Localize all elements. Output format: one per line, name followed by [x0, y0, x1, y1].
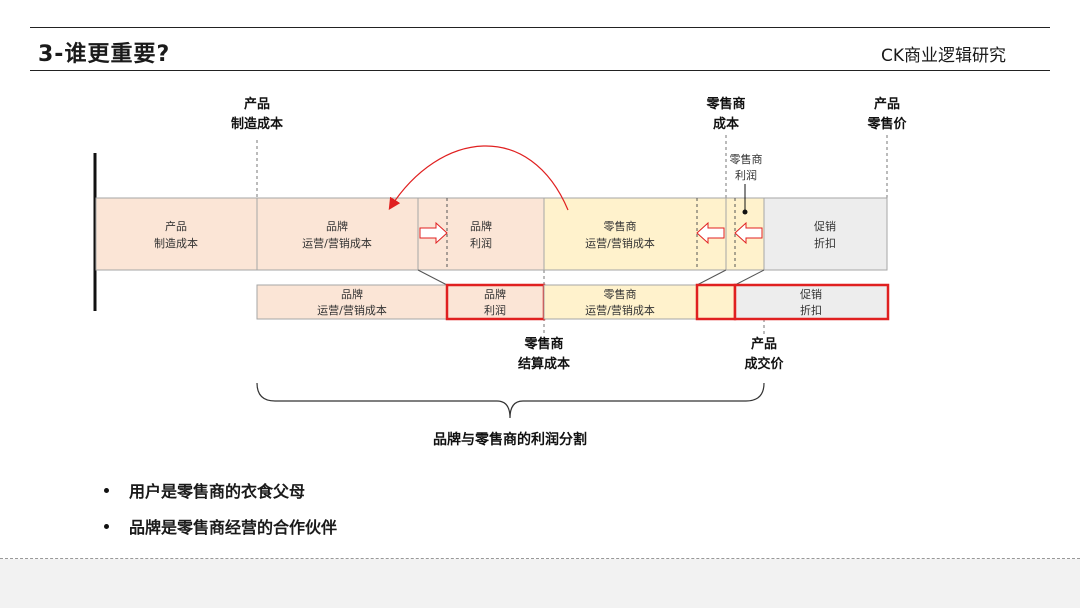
row2-promo-l2: 折扣 — [800, 303, 822, 317]
bullet-item-users: 用户是零售商的衣食父母 — [104, 478, 337, 502]
row2-promo-l1: 促销 — [800, 287, 822, 301]
brand-label: CK商业逻辑研究 — [880, 46, 1006, 66]
row1-brand-profit-l1: 品牌 — [470, 219, 492, 233]
row1-brand-profit-l2: 利润 — [470, 236, 492, 250]
label-profit-split: 品牌与零售商的利润分割 — [433, 431, 587, 448]
row1-brand-ops-box — [256, 197, 419, 271]
row1-promo-box — [763, 197, 888, 271]
header-bottom-line — [30, 70, 1050, 71]
label-manufacturing-l1: 产品 — [244, 96, 270, 112]
profit-shift-arrow — [388, 145, 569, 211]
connector-promo — [734, 269, 765, 286]
connector-brand — [417, 269, 448, 286]
hollow-arrow-right — [419, 221, 448, 245]
hollow-arrow-left-1 — [696, 221, 725, 245]
retailer-profit-dot — [742, 209, 748, 215]
row2-brand-ops-l2: 运营/营销成本 — [317, 303, 387, 317]
row1-brand-ops-l2: 运营/营销成本 — [302, 236, 372, 250]
row1-brand-ops-l1: 品牌 — [326, 219, 348, 233]
row2-brand-profit-l2: 利润 — [484, 303, 506, 317]
label-retailer-profit-l1: 零售商 — [730, 152, 763, 166]
row1-manufacturing-l1: 产品 — [165, 219, 187, 233]
footer-divider — [0, 558, 1080, 559]
bullet-text-users: 用户是零售商的衣食父母 — [129, 482, 306, 501]
row2-retailer-profit-box — [695, 283, 737, 321]
hollow-arrow-left-2 — [734, 221, 763, 245]
label-settlement-l1: 零售商 — [523, 336, 563, 352]
row2-brand-profit-l1: 品牌 — [484, 287, 506, 301]
bullet-text-brand: 品牌是零售商经营的合作伙伴 — [129, 518, 338, 537]
row1-retailer-ops-box — [543, 197, 727, 271]
row2-brand-ops-l1: 品牌 — [341, 287, 363, 301]
bullet-list: 用户是零售商的衣食父母 品牌是零售商经营的合作伙伴 — [104, 478, 337, 550]
header-top-line — [30, 27, 1050, 28]
label-transaction-l2: 成交价 — [744, 356, 784, 372]
bullet-item-brand: 品牌是零售商经营的合作伙伴 — [104, 514, 337, 538]
label-retailer-profit-l2: 利润 — [735, 168, 757, 182]
row2-retailer-ops-l2: 运营/营销成本 — [585, 303, 655, 317]
row2-promo-box — [733, 283, 890, 321]
label-retailer-cost-l2: 成本 — [713, 116, 739, 132]
row2-retailer-ops-l1: 零售商 — [604, 287, 637, 301]
bullet-dot — [104, 487, 109, 493]
label-manufacturing-l2: 制造成本 — [231, 116, 283, 132]
row1-retailer-ops-l2: 运营/营销成本 — [585, 236, 655, 250]
label-retail-price-l2: 零售价 — [866, 116, 907, 132]
row1-manufacturing-box — [95, 197, 258, 271]
label-retailer-cost-l1: 零售商 — [705, 96, 745, 112]
bullet-dot — [104, 523, 109, 529]
row1-promo-l1: 促销 — [814, 219, 836, 233]
page-title: 3-谁更重要? — [38, 42, 171, 67]
profit-split-brace — [256, 382, 765, 419]
profit-split-diagram: 产品 制造成本 零售商 成本 产品 零售价 零售商 利润 产品 制造成本 品牌 … — [93, 96, 907, 448]
row1-manufacturing-l2: 制造成本 — [154, 236, 198, 250]
label-transaction-l1: 产品 — [751, 336, 777, 352]
row1-retailer-ops-l1: 零售商 — [604, 219, 637, 233]
row2-retailer-ops-box — [543, 284, 698, 320]
label-settlement-l2: 结算成本 — [518, 356, 570, 372]
label-retail-price-l1: 产品 — [874, 96, 900, 112]
row1-promo-l2: 折扣 — [814, 236, 836, 250]
footer-band — [0, 559, 1080, 608]
connector-retailer — [696, 269, 727, 286]
